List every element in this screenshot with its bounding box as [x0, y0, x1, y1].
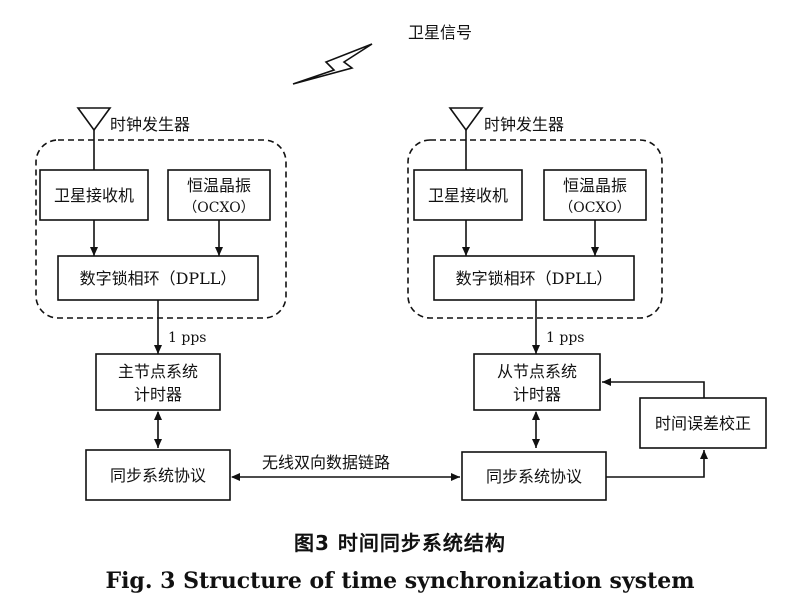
- slave-timer-label: 从节点系统: [497, 362, 577, 381]
- satellite-receiver-label: 卫星接收机: [54, 186, 134, 205]
- master-node: 时钟发生器 卫星接收机 恒温晶振 （OCXO） 数字锁相环（DPLL） 1 pp…: [35, 107, 287, 501]
- master-timer-sub-label: 计时器: [134, 385, 182, 404]
- ocxo-label: 恒温晶振: [563, 176, 627, 195]
- pps-label: 1 pps: [168, 330, 206, 346]
- slave-node: 时钟发生器 卫星接收机 恒温晶振 （OCXO） 数字锁相环（DPLL） 1 pp…: [407, 107, 767, 501]
- wireless-link-label: 无线双向数据链路: [262, 453, 390, 472]
- dpll-label: 数字锁相环（DPLL）: [80, 269, 237, 288]
- ocxo-sub-label: （OCXO）: [559, 200, 630, 216]
- ocxo-sub-label: （OCXO）: [183, 200, 254, 216]
- time-error-correction-box: [639, 397, 767, 449]
- satellite-receiver-label: 卫星接收机: [428, 186, 508, 205]
- lightning-icon: [292, 43, 373, 85]
- correction-output-arrow: [602, 378, 705, 398]
- pps-label: 1 pps: [546, 330, 584, 346]
- master-timer-box: [95, 353, 221, 411]
- dpll-label: 数字锁相环（DPLL）: [456, 269, 613, 288]
- master-protocol-box: [85, 449, 231, 501]
- time-error-correction-label: 时间误差校正: [655, 414, 751, 433]
- satellite-signal-label: 卫星信号: [408, 23, 472, 42]
- slave-timer-sub-label: 计时器: [513, 385, 561, 404]
- slave-protocol-label: 同步系统协议: [486, 467, 582, 486]
- antenna-icon: [76, 107, 112, 132]
- dpll-box: [433, 255, 635, 301]
- master-protocol-label: 同步系统协议: [110, 466, 206, 485]
- ocxo-label: 恒温晶振: [187, 176, 251, 195]
- time-sync-diagram: 卫星信号 时钟发生器 卫星接收机 恒温晶振 （OCXO） 数字锁相环（DPLL）…: [35, 23, 767, 501]
- caption-english: Fig. 3 Structure of time synchronization…: [105, 568, 695, 594]
- clock-generator-label: 时钟发生器: [110, 115, 190, 134]
- caption-chinese: 图3 时间同步系统结构: [294, 531, 506, 555]
- clock-generator-label: 时钟发生器: [484, 115, 564, 134]
- clock-generator-boundary: [35, 139, 287, 319]
- satellite-receiver-box: [413, 169, 523, 221]
- correction-input-arrow: [606, 450, 708, 478]
- slave-protocol-box: [461, 451, 607, 501]
- satellite-receiver-box: [39, 169, 149, 221]
- clock-generator-boundary: [407, 139, 663, 319]
- master-timer-label: 主节点系统: [118, 362, 198, 381]
- antenna-icon: [448, 107, 484, 132]
- slave-timer-box: [473, 353, 601, 411]
